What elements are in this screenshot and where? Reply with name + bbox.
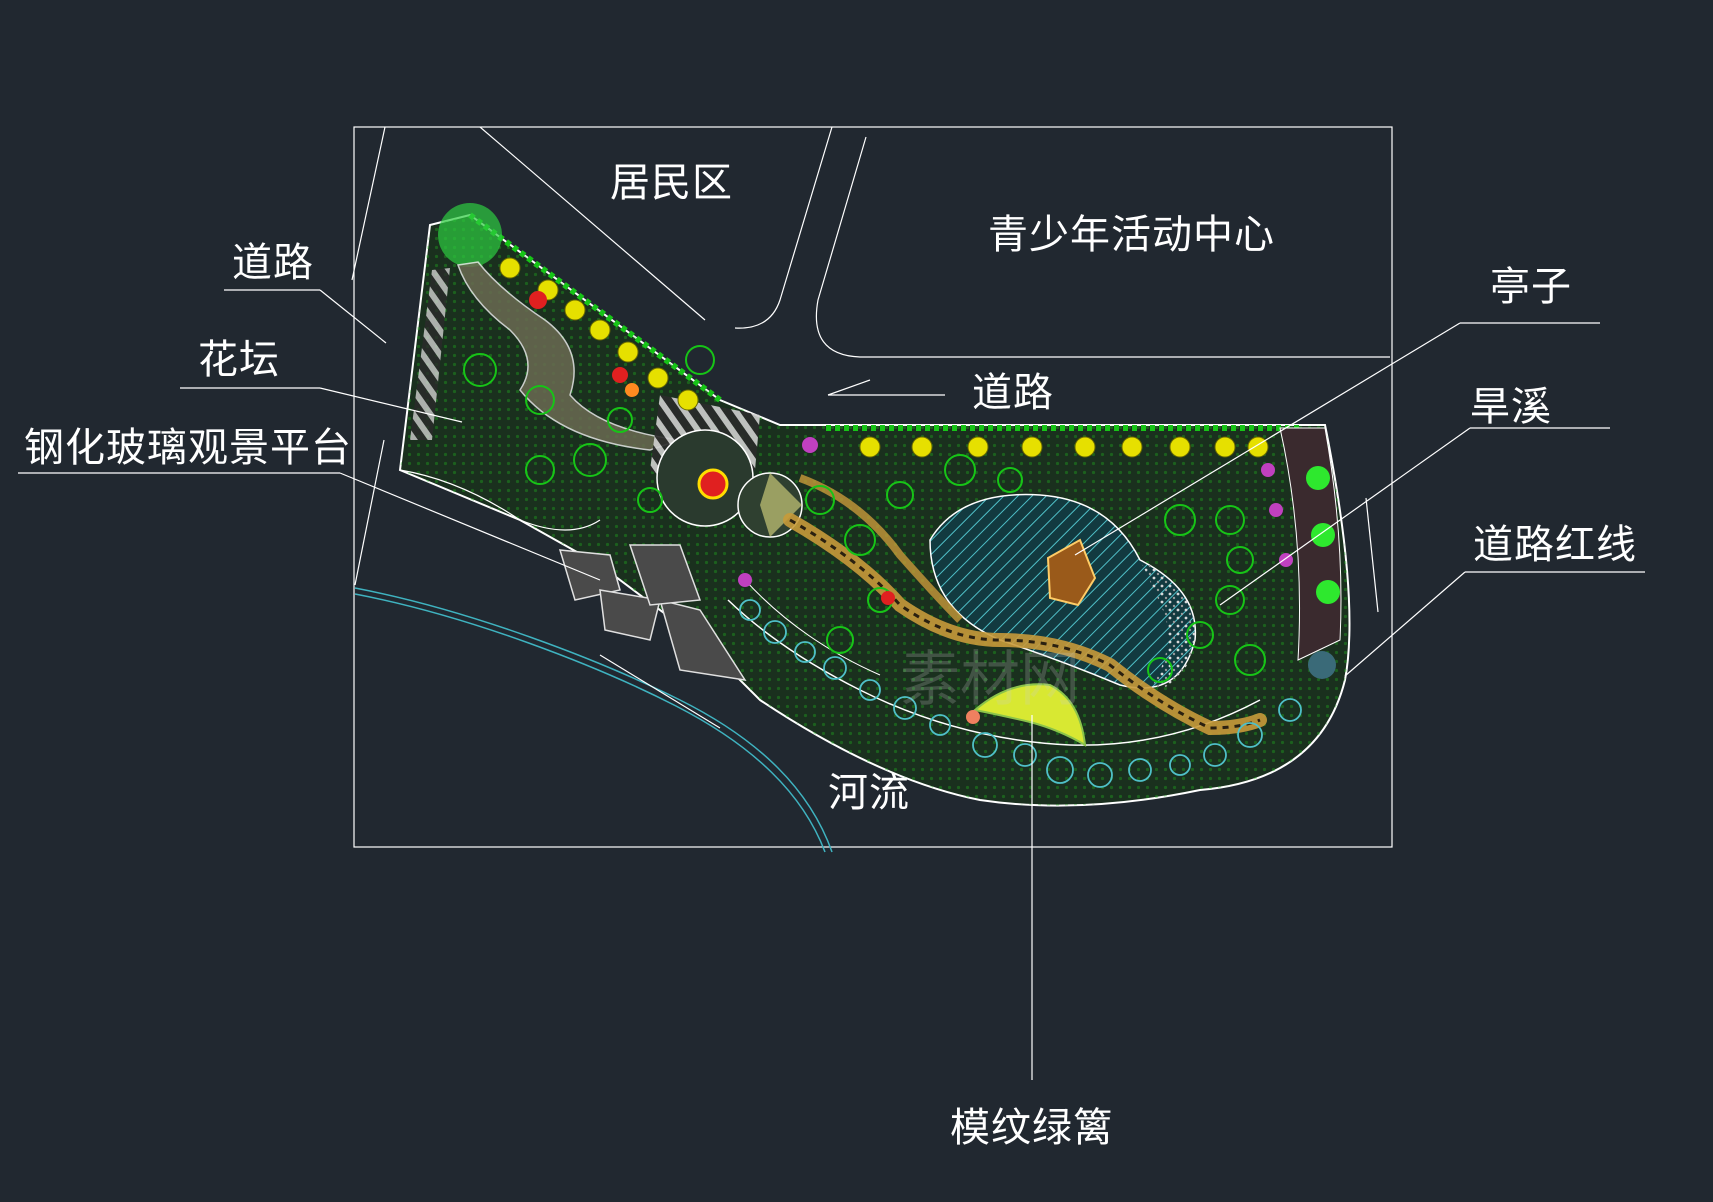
label-youth-center: 青少年活动中心: [988, 212, 1275, 258]
label-dry-creek: 旱溪: [1470, 384, 1552, 430]
teal-shrubs: [739, 599, 1302, 788]
flowering-shrubs: [529, 291, 1336, 679]
label-red-line: 道路红线: [1473, 522, 1637, 568]
bright-green-trees: [1306, 466, 1340, 604]
label-residential: 居民区: [610, 160, 733, 206]
pond: [929, 493, 1197, 690]
watermark-text: 素材网: [900, 645, 1080, 715]
label-road-left: 道路: [232, 240, 314, 286]
glass-platform: [558, 544, 747, 681]
green-trees: [463, 345, 1266, 683]
radial-plaza: [650, 395, 803, 538]
leader-lines: [18, 289, 1645, 1080]
label-pavilion: 亭子: [1490, 264, 1572, 310]
road-lines: [351, 126, 1390, 613]
label-flower-bed: 花坛: [198, 337, 280, 383]
plan-frame: [353, 126, 1393, 848]
label-river: 河流: [828, 770, 910, 816]
label-road-mid: 道路: [972, 370, 1054, 416]
pattern-hedge: [972, 683, 1087, 747]
label-pattern-hedge: 模纹绿篱: [950, 1105, 1114, 1151]
pavilion: [1046, 538, 1097, 607]
label-glass-platform: 钢化玻璃观景平台: [24, 425, 352, 471]
river: [354, 587, 833, 853]
dry-creek-gravel: [1140, 560, 1196, 690]
watermark: 素材网: [900, 645, 1080, 715]
